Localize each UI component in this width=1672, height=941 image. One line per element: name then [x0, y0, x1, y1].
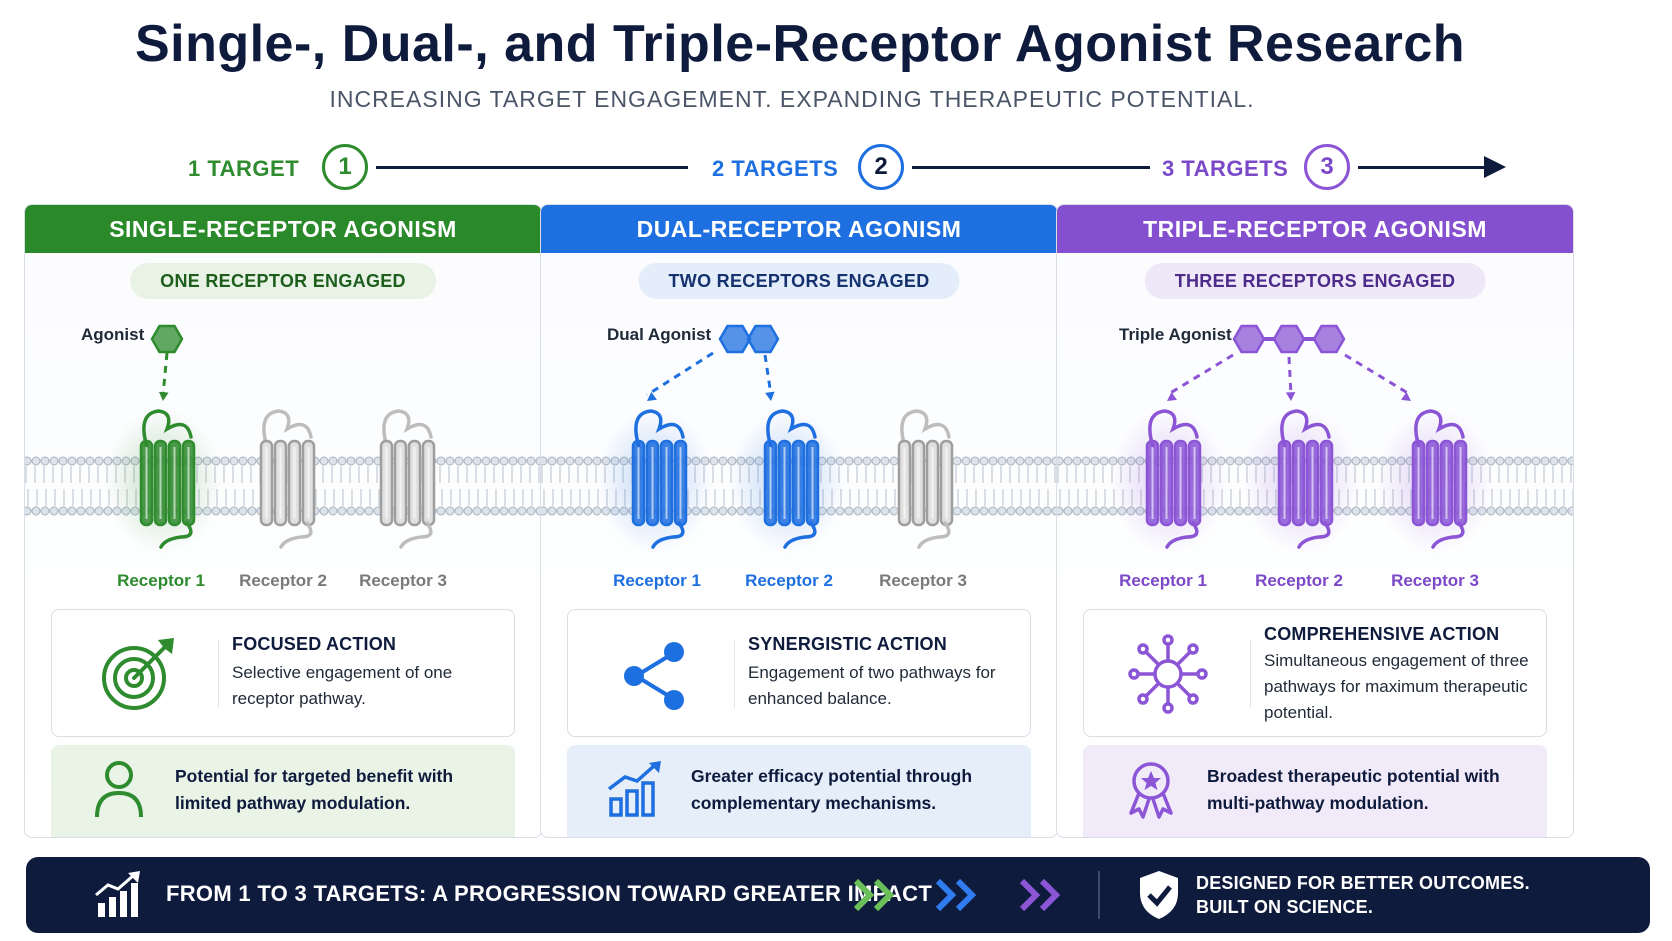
membrane-diagram — [25, 324, 541, 553]
receptor-2 — [259, 409, 316, 549]
agonist-label: Agonist — [81, 325, 145, 344]
engaged-pill: TWO RECEPTORS ENGAGED — [638, 263, 960, 299]
receptor-diagram: Agonist Receptor 1 Receptor 2 Receptor 3 — [25, 305, 541, 590]
panel-single-receptor: SINGLE-RECEPTOR AGONISM ONE RECEPTOR ENG… — [24, 204, 542, 838]
divider — [1250, 640, 1251, 708]
bar-chart-growth-icon — [95, 871, 140, 917]
network-hub-icon — [1128, 634, 1208, 714]
receptor-label-1: Receptor 1 — [1119, 571, 1207, 590]
receptor-label-2: Receptor 2 — [745, 571, 833, 590]
action-description: Engagement of two pathways for enhanced … — [748, 663, 996, 708]
benefit-text: Broadest therapeutic potential with mult… — [1207, 766, 1500, 813]
growth-chart-icon — [607, 761, 661, 817]
action-card: SYNERGISTIC ACTION Engagement of two pat… — [567, 609, 1031, 737]
receptor-3 — [897, 409, 954, 549]
action-title: SYNERGISTIC ACTION — [748, 634, 947, 654]
target-icon — [102, 638, 174, 710]
person-icon — [95, 761, 143, 818]
progress-line-1 — [376, 166, 688, 169]
receptor-1 — [105, 409, 221, 553]
benefit-card: Greater efficacy potential through compl… — [567, 745, 1031, 837]
action-title: FOCUSED ACTION — [232, 634, 397, 654]
footer-headline: FROM 1 TO 3 TARGETS: A PROGRESSION TOWAR… — [166, 881, 933, 906]
receptor-diagram: Triple Agonist Receptor 1 Receptor 2 Rec… — [1057, 305, 1573, 590]
benefit-text: Greater efficacy potential through compl… — [691, 766, 973, 813]
binding-arrow-3 — [1344, 353, 1412, 401]
receptor-2 — [729, 409, 845, 553]
receptor-label-3: Receptor 3 — [359, 571, 447, 590]
step-label-2: 2 TARGETS — [712, 156, 839, 181]
shield-check-icon — [1140, 871, 1178, 919]
progress-arrow-icon — [1484, 156, 1506, 178]
panel-header: DUAL-RECEPTOR AGONISM — [541, 205, 1057, 253]
footer-tagline-line2: BUILT ON SCIENCE. — [1196, 897, 1374, 917]
step-label-3: 3 TARGETS — [1162, 156, 1289, 181]
action-description: Simultaneous engagement of three pathway… — [1264, 651, 1529, 722]
engaged-pill: ONE RECEPTOR ENGAGED — [130, 263, 436, 299]
footer-tagline: DESIGNED FOR BETTER OUTCOMES. BUILT ON S… — [1196, 871, 1530, 919]
agonist-label: Triple Agonist — [1119, 325, 1232, 344]
step-number-2: 2 — [858, 144, 904, 190]
action-title: COMPREHENSIVE ACTION — [1264, 624, 1500, 644]
panel-dual-receptor: DUAL-RECEPTOR AGONISM TWO RECEPTORS ENGA… — [540, 204, 1058, 838]
action-card: COMPREHENSIVE ACTION Simultaneous engage… — [1083, 609, 1547, 737]
action-card: FOCUSED ACTION Selective engagement of o… — [51, 609, 515, 737]
receptor-label-1: Receptor 1 — [613, 571, 701, 590]
agonist-molecule — [150, 324, 184, 354]
share-nodes-icon — [624, 642, 684, 710]
receptor-1 — [1111, 409, 1227, 553]
agonist-molecule — [1232, 324, 1346, 354]
target-progression: 1 TARGET 1 2 TARGETS 2 3 TARGETS 3 — [0, 138, 1672, 198]
membrane-diagram — [1057, 324, 1573, 553]
action-description: Selective engagement of one receptor pat… — [232, 663, 453, 708]
receptor-label-3: Receptor 3 — [879, 571, 967, 590]
divider — [734, 640, 735, 708]
footer-divider — [1098, 871, 1100, 919]
receptor-label-2: Receptor 2 — [1255, 571, 1343, 590]
footer-banner: FROM 1 TO 3 TARGETS: A PROGRESSION TOWAR… — [26, 857, 1650, 933]
binding-arrow-1 — [158, 352, 169, 401]
step-label-1: 1 TARGET — [188, 156, 300, 181]
footer-tagline-line1: DESIGNED FOR BETTER OUTCOMES. — [1196, 873, 1530, 893]
benefit-card: Broadest therapeutic potential with mult… — [1083, 745, 1547, 837]
step-number-3: 3 — [1304, 144, 1350, 190]
panel-triple-receptor: TRIPLE-RECEPTOR AGONISM THREE RECEPTORS … — [1056, 204, 1574, 838]
binding-arrow-2 — [1285, 356, 1296, 401]
chevrons-green-icon — [853, 878, 895, 912]
page-title: Single-, Dual-, and Triple-Receptor Agon… — [134, 15, 1466, 73]
benefit-card: Potential for targeted benefit with limi… — [51, 745, 515, 837]
receptor-label-1: Receptor 1 — [117, 571, 205, 590]
panel-header: SINGLE-RECEPTOR AGONISM — [25, 205, 541, 253]
binding-arrow-2 — [763, 354, 775, 401]
panel-header: TRIPLE-RECEPTOR AGONISM — [1057, 205, 1573, 253]
membrane-diagram — [541, 324, 1057, 553]
benefit-text: Potential for targeted benefit with limi… — [175, 766, 454, 813]
step-number-1: 1 — [322, 144, 368, 190]
receptor-2 — [1243, 409, 1359, 553]
receptor-label-3: Receptor 3 — [1391, 571, 1479, 590]
divider — [218, 640, 219, 708]
receptor-3 — [1377, 409, 1493, 553]
receptor-diagram: Dual Agonist Receptor 1 Receptor 2 Recep… — [541, 305, 1057, 590]
binding-arrow-1 — [646, 351, 714, 401]
binding-arrow-1 — [1166, 353, 1234, 401]
chevrons-blue-icon — [935, 878, 977, 912]
progress-line-2 — [912, 166, 1150, 169]
chevrons-purple-icon — [1019, 878, 1061, 912]
receptor-3 — [379, 409, 436, 549]
progress-line-3 — [1358, 166, 1492, 169]
agonist-label: Dual Agonist — [607, 325, 712, 344]
agonist-molecule — [718, 324, 780, 354]
engaged-pill: THREE RECEPTORS ENGAGED — [1144, 263, 1486, 299]
award-badge-icon — [1129, 762, 1173, 819]
receptor-1 — [597, 409, 713, 553]
receptor-label-2: Receptor 2 — [239, 571, 327, 590]
page-subtitle: INCREASING TARGET ENGAGEMENT. EXPANDING … — [329, 86, 1255, 112]
